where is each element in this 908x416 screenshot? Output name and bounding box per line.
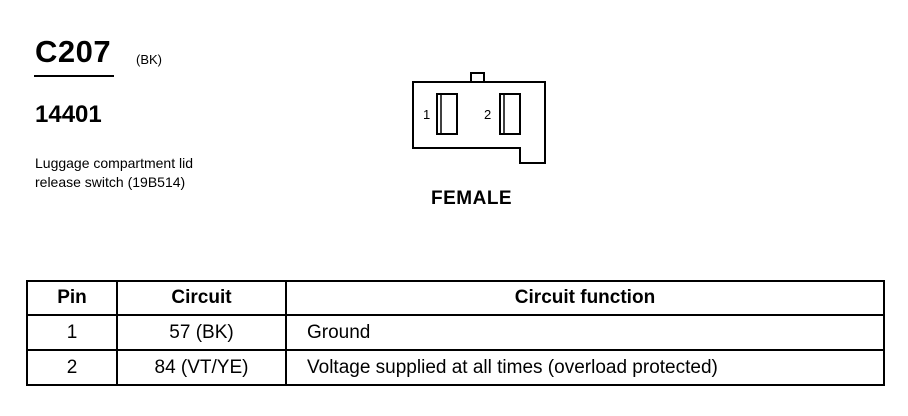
description-line: release switch (19B514) — [35, 174, 186, 190]
table-row: 2 84 (VT/YE) Voltage supplied at all tim… — [26, 349, 885, 386]
cell-function: Voltage supplied at all times (overload … — [285, 349, 885, 386]
connector-color: (BK) — [136, 52, 162, 67]
cell-function: Ground — [285, 314, 885, 351]
header-circuit: Circuit — [116, 280, 287, 316]
part-number: 14401 — [35, 101, 102, 128]
cell-pin: 2 — [26, 349, 118, 386]
header-pin: Pin — [26, 280, 118, 316]
table-row: 1 57 (BK) Ground — [26, 314, 885, 351]
connector-id-underline — [34, 75, 114, 77]
table-header-row: Pin Circuit Circuit function — [26, 280, 885, 316]
view-label: FEMALE — [431, 188, 513, 209]
pin-1-cavity — [436, 93, 458, 135]
connector-face-diagram: 1 2 — [412, 72, 546, 164]
cell-circuit: 84 (VT/YE) — [116, 349, 287, 386]
pin-label: 1 — [423, 107, 430, 122]
connector-id: C207 — [35, 34, 112, 69]
locking-tab — [470, 72, 485, 83]
pin-table: Pin Circuit Circuit function 1 57 (BK) G… — [26, 280, 885, 386]
cell-circuit: 57 (BK) — [116, 314, 287, 351]
connector-body — [412, 81, 546, 164]
header-circuit-function: Circuit function — [285, 280, 885, 316]
pin-label: 2 — [484, 107, 491, 122]
component-description: Luggage compartment lid release switch (… — [35, 154, 275, 192]
description-line: Luggage compartment lid — [35, 155, 193, 171]
pin-2-cavity — [499, 93, 521, 135]
cell-pin: 1 — [26, 314, 118, 351]
